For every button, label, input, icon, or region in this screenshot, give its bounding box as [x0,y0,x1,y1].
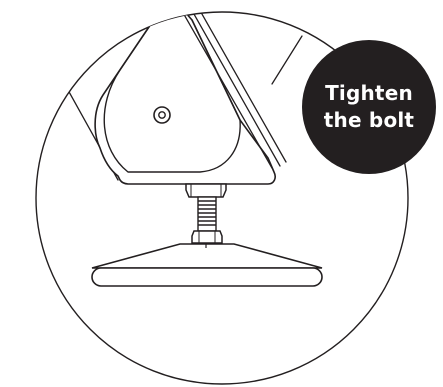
housing-edge-3 [193,12,287,163]
screw-icon [153,106,171,124]
edge-line-right [271,35,303,85]
hex-nut-bottom [191,230,223,244]
housing-face [103,17,241,173]
housing-edge-1 [177,12,273,169]
hex-nut-top [185,183,227,198]
base-plate [91,243,323,287]
callout-line-1: Tighten [325,81,413,105]
callout-line-2: the bolt [323,108,415,132]
housing-edge-2 [185,12,281,167]
tighten-bolt-callout: Tighten the bolt [302,40,436,174]
threaded-bolt [197,196,217,232]
device-housing [94,12,276,185]
